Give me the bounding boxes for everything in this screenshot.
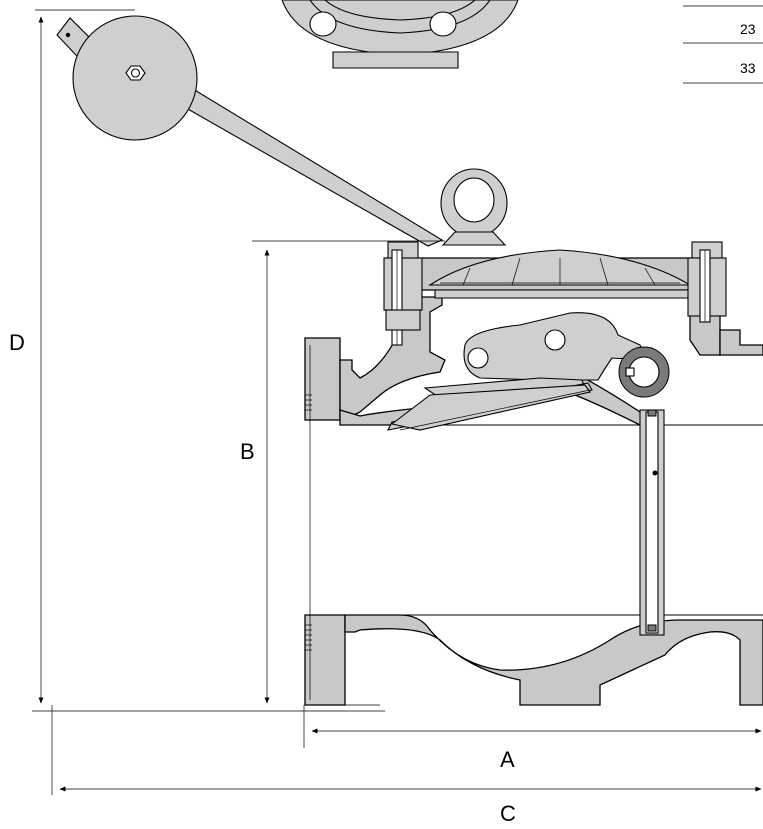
- hex-nut-icon: [125, 65, 146, 81]
- pivot-hole: [65, 32, 71, 38]
- seat-ring: [639, 409, 665, 636]
- disc-hinge-arm: [463, 312, 670, 398]
- dimension-label-b: B: [240, 439, 255, 464]
- data-table: 23 33: [683, 5, 763, 84]
- dimension-label-c: C: [500, 801, 516, 826]
- left-bolt: [383, 241, 423, 346]
- dimension-label-d: D: [9, 330, 25, 355]
- flange-thread-marks: [305, 394, 312, 651]
- dimension-label-a: A: [500, 747, 515, 772]
- dimension-C: C: [59, 786, 762, 826]
- right-bolt: [687, 241, 727, 323]
- lifting-eye: [440, 168, 508, 246]
- arm-hole-left: [467, 347, 489, 369]
- dimension-D: D: [9, 16, 44, 704]
- dimension-A: A: [311, 728, 762, 772]
- valve-disc: [387, 377, 593, 431]
- table-cell-row-1: 23: [740, 21, 756, 37]
- arm-hole-right: [544, 329, 566, 351]
- counterweight-lever: [56, 15, 444, 247]
- dimension-B: B: [240, 249, 270, 704]
- top-flange-partial-view: [281, 0, 519, 69]
- extension-lines: [32, 9, 445, 795]
- table-cell-row-2: 33: [740, 60, 756, 76]
